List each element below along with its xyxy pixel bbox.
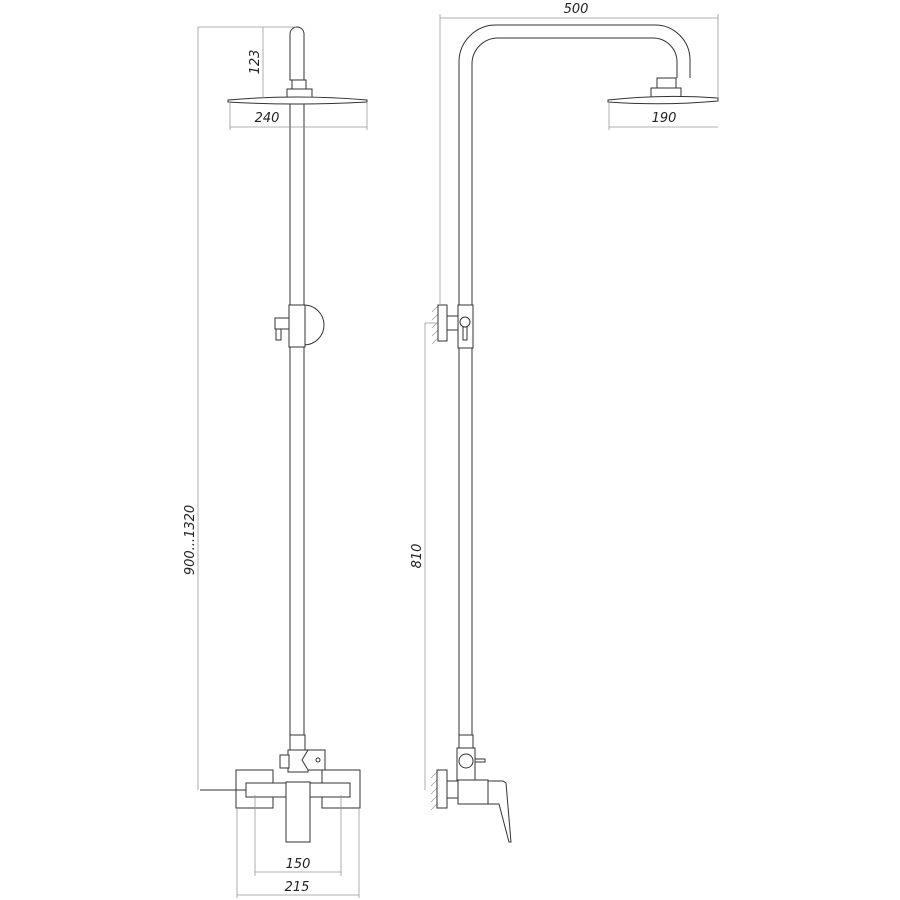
front-shower-head [227,96,368,105]
side-bracket-connector [446,315,459,331]
side-wall-hatch-top [431,305,439,345]
label-head-190: 190 [652,111,677,126]
side-wall-plate-bottom [436,769,448,809]
side-pipe-outer [458,24,691,735]
label-arm-reach: 500 [564,2,589,17]
side-slider-stem [462,326,468,341]
side-wall-hatch-bottom [430,771,438,811]
side-slider-knob [459,316,471,328]
side-pipe-collar [458,734,474,749]
side-mixer-connector [446,780,459,799]
label-arm-height: 123 [248,50,263,75]
front-pipe-collar [289,734,306,751]
side-shower-head [607,95,719,105]
front-view-dimensions: 123 240 900...1320 150 215 [183,26,368,898]
front-slider-round [303,304,325,346]
side-view-dimensions: 500 190 810 [410,2,719,790]
side-mixer-body [457,779,489,805]
side-diverter-knob [458,753,474,769]
front-mixer-spout [285,781,311,843]
label-head-240: 240 [255,111,280,126]
front-slider-lever [274,317,290,330]
side-head-nut [656,77,677,89]
side-diverter-lever [474,758,486,763]
front-slider-lever-tip [275,328,282,341]
label-mixer-width: 215 [285,880,310,895]
side-head-base [650,87,682,98]
label-mount-height: 810 [410,544,425,569]
label-inlet-spacing: 150 [286,857,311,872]
label-total-height: 900...1320 [183,505,198,575]
side-pipe-inner [471,37,678,735]
side-mixer-handle [487,780,512,843]
front-slider-block [288,304,306,348]
front-diverter-knob [279,754,290,769]
front-diverter-lever [301,749,326,771]
side-view [430,24,719,843]
front-shower-arm [289,26,305,81]
front-riser-pipe [289,103,305,736]
front-diverter-screw [315,757,321,763]
front-view [200,26,368,843]
side-wall-plate-top [437,304,448,342]
